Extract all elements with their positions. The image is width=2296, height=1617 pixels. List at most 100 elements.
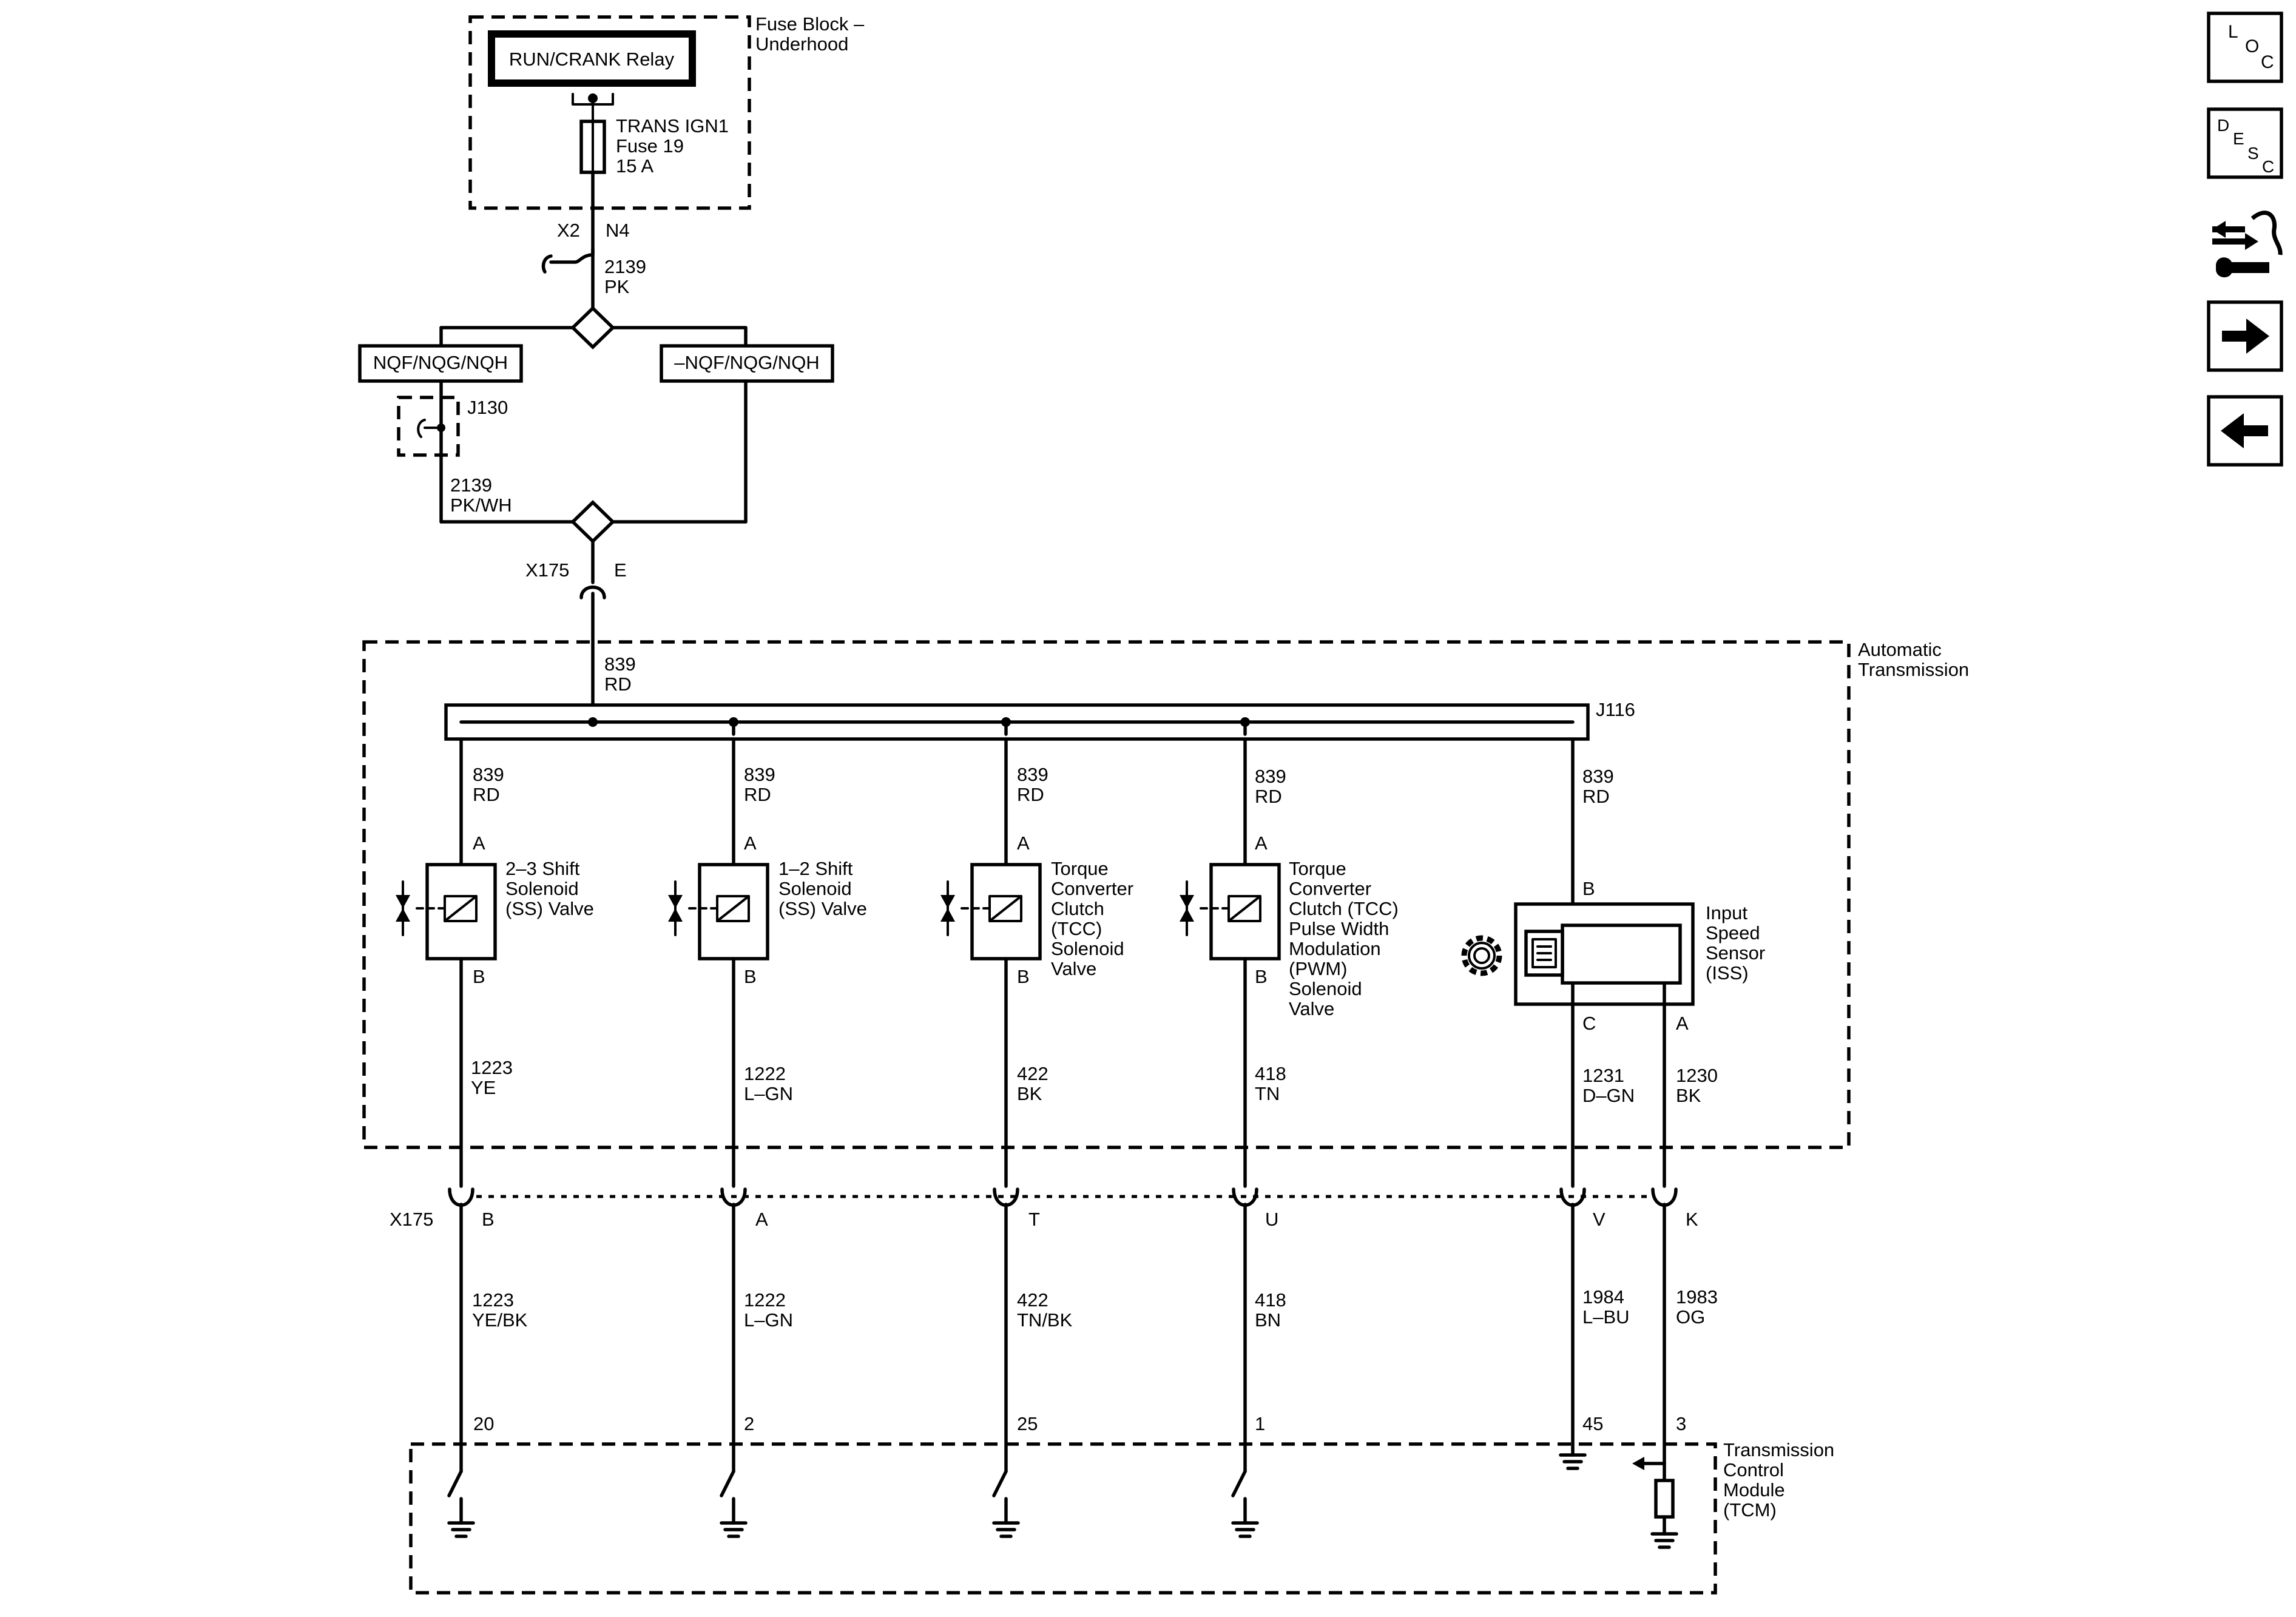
connector-x175-top-label: X175 <box>525 559 569 581</box>
location-button[interactable]: L O C <box>2207 12 2283 83</box>
sol1-wire-color: RD <box>473 784 500 805</box>
tcm-title-2: Control <box>1723 1459 1784 1480</box>
iss-c-color: D–GN <box>1582 1085 1635 1106</box>
iss-a-color: BK <box>1676 1085 1701 1106</box>
sol4-name-1: Torque <box>1289 858 1346 879</box>
option-left-label: NQF/NQG/NQH <box>373 352 508 373</box>
sol4-pin-a: A <box>1255 832 1268 854</box>
ground-icon <box>1650 1532 1678 1549</box>
wire-1983-circuit: 1983 <box>1676 1286 1718 1308</box>
iss-name-2: Speed <box>1706 922 1760 944</box>
loc-letter-o: O <box>2245 36 2259 56</box>
sol3-name-4: (TCC) <box>1051 918 1102 939</box>
automatic-transmission: Automatic Transmission J116 839 RD 839 R… <box>362 639 1969 1188</box>
tcm-title-3: Module <box>1723 1479 1785 1501</box>
option-right-label: –NQF/NQG/NQH <box>674 352 819 373</box>
wire-2139b-circuit: 2139 <box>450 474 492 496</box>
sol3-wire-color: RD <box>1017 784 1044 805</box>
wire-839-circuit: 839 <box>604 653 636 675</box>
iss-pin-a: A <box>1676 1013 1689 1034</box>
tcm-title-1: Transmission <box>1723 1439 1834 1460</box>
next-page-button[interactable] <box>2207 300 2283 372</box>
sol4-name-7: Solenoid <box>1289 978 1362 999</box>
iss-name-4: (ISS) <box>1706 962 1749 984</box>
iss-name-1: Input <box>1706 902 1747 923</box>
wire-2139-color: PK <box>604 276 630 297</box>
sol3-name-6: Valve <box>1051 958 1096 979</box>
connector-x175-e-icon <box>579 586 606 599</box>
diagnostic-tool-button[interactable] <box>2209 200 2283 279</box>
sol2-wire-color: RD <box>744 784 771 805</box>
sol2-wire-circuit: 839 <box>744 764 775 785</box>
wire-418-color: BN <box>1255 1309 1281 1331</box>
sol3-pin-b: B <box>1017 966 1030 987</box>
sol3-name-5: Solenoid <box>1051 938 1124 959</box>
x175-pin-v: V <box>1593 1209 1606 1230</box>
ground-icon <box>992 1521 1020 1538</box>
sol3-name-1: Torque <box>1051 858 1109 879</box>
ground-icon <box>720 1521 748 1538</box>
sol4-name-8: Valve <box>1289 998 1334 1019</box>
sol4-pin-b: B <box>1255 966 1268 987</box>
pull-down-resistor-icon <box>1654 1462 1675 1536</box>
ground-icon <box>447 1521 475 1538</box>
fuse-block-underhood: Fuse Block – Underhood RUN/CRANK Relay T… <box>468 13 865 210</box>
wire-1222-color: L–GN <box>744 1309 793 1331</box>
pin-n4-label: N4 <box>606 220 630 241</box>
connector-x2-label: X2 <box>557 220 580 241</box>
splice-j116-label: J116 <box>1596 699 1635 720</box>
description-button[interactable]: D E S C <box>2207 107 2283 179</box>
previous-page-button[interactable] <box>2207 395 2283 467</box>
iss-pin-c: C <box>1582 1013 1596 1034</box>
wire-2139b-color: PK/WH <box>450 495 512 516</box>
iss-name-3: Sensor <box>1706 942 1765 964</box>
gear-icon <box>1461 935 1502 976</box>
sol2-pin-a: A <box>744 832 757 854</box>
sol4-name-4: Pulse Width <box>1289 918 1389 939</box>
desc-letter-s: S <box>2247 144 2259 163</box>
loc-letter-c: C <box>2261 52 2274 72</box>
low-side-driver-switch-icon <box>992 1470 1008 1525</box>
valve-actuator-icon <box>1180 880 1194 936</box>
transmission-control-module: Transmission Control Module (TCM) 20 2 2… <box>409 1413 1834 1595</box>
upper-feed: X2 N4 2139 PK NQF/NQG/NQH –NQF/NQG/NQH J… <box>358 206 834 724</box>
wire-1222-circuit: 1222 <box>744 1289 786 1311</box>
wire-1984-circuit: 1984 <box>1582 1286 1624 1308</box>
sol1-pin-b: B <box>473 966 485 987</box>
x175-pin-t: T <box>1028 1209 1040 1230</box>
sensor-magnet-icon <box>1531 938 1557 968</box>
tcm-pin-25: 25 <box>1017 1413 1038 1434</box>
iss-wire-color: RD <box>1582 786 1610 807</box>
sol4-out-circuit: 418 <box>1255 1063 1286 1084</box>
iss-c-circuit: 1231 <box>1582 1065 1624 1086</box>
sol4-name-2: Converter <box>1289 878 1371 899</box>
valve-actuator-icon <box>668 880 683 936</box>
x175-pin-a: A <box>755 1209 768 1230</box>
fuse-block-subtitle: Underhood <box>755 33 848 55</box>
fuse-icon <box>579 120 606 174</box>
shift-solenoid-1-2: A B 1–2 Shift Solenoid (SS) Valve <box>668 832 867 987</box>
sol2-name-2: Solenoid <box>778 878 852 899</box>
sol1-out-circuit: 1223 <box>471 1057 513 1078</box>
transmission-title: Automatic <box>1858 639 1942 660</box>
wire-2139-circuit: 2139 <box>604 256 646 277</box>
sol3-out-color: BK <box>1017 1083 1042 1104</box>
tcm-title-4: (TCM) <box>1723 1499 1777 1521</box>
splice-top-diamond <box>570 306 615 349</box>
input-speed-sensor: B C A Input Speed Sensor (ISS) <box>1461 878 1765 1034</box>
fuse-name: TRANS IGN1 <box>616 115 729 137</box>
sol3-pin-a: A <box>1017 832 1030 854</box>
valve-actuator-icon <box>940 880 955 936</box>
wire-422-circuit: 422 <box>1017 1289 1048 1311</box>
option-box-right <box>660 344 834 383</box>
sol1-pin-a: A <box>473 832 485 854</box>
wire-422-color: TN/BK <box>1017 1309 1073 1331</box>
sol1-wire-circuit: 839 <box>473 764 504 785</box>
valve-actuator-icon <box>396 880 410 936</box>
relay-contact-icon <box>572 93 614 123</box>
tcc-solenoid-valve: A B Torque Converter Clutch (TCC) Soleno… <box>940 832 1133 987</box>
tcm-pin-1: 1 <box>1255 1413 1265 1434</box>
ground-icon <box>1231 1521 1259 1538</box>
sol2-pin-b: B <box>744 966 757 987</box>
